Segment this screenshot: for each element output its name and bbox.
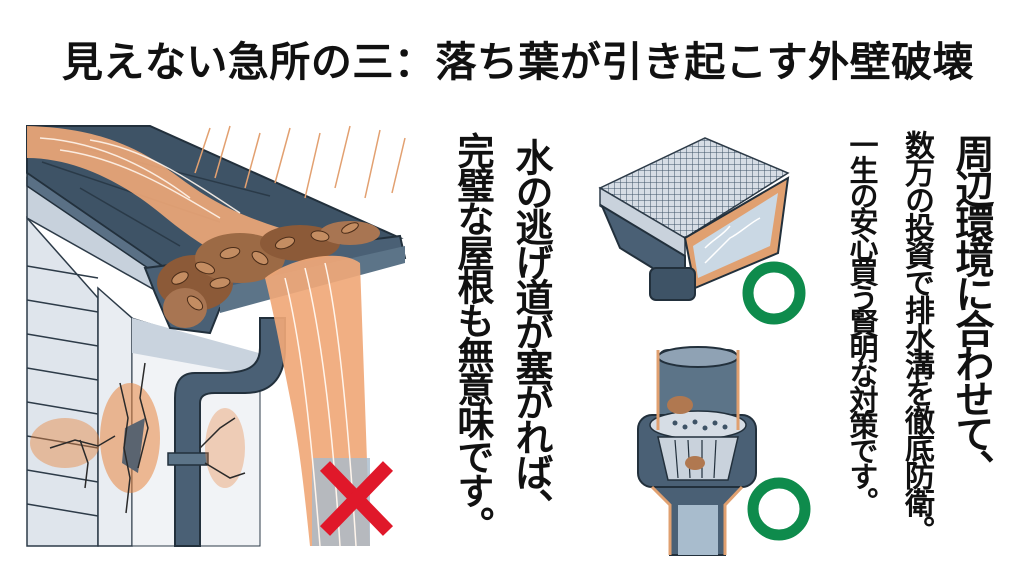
middle-text-column-2: 完璧な屋根も無意味です。 — [451, 132, 494, 540]
downspout-strainer-illustration — [637, 346, 757, 556]
cross-mark-icon — [319, 461, 394, 536]
wall-cracks — [30, 362, 246, 514]
check-circle-icon — [742, 261, 806, 325]
right-text-column-3: 一生の安心買う賢明な対策です。 — [845, 130, 879, 513]
overflowing-water-roof — [27, 126, 280, 268]
middle-text-column-1: 水の逃げ道が塞がれば、 — [509, 138, 553, 523]
gutter-mesh-guard-illustration — [598, 137, 790, 301]
downspout — [167, 317, 286, 547]
clogged-gutter-illustration — [26, 125, 407, 547]
right-text-column-2: 数万の投資で排水溝を徹底防衛。 — [899, 130, 934, 543]
right-text-column-1: 周辺環境に合わせて、 — [949, 134, 994, 484]
check-circle-icon-2 — [747, 477, 811, 541]
clogged-leaves — [157, 221, 380, 328]
page-title: 見えない急所の三：落ち葉が引き起こす外壁破壊 — [61, 38, 975, 86]
rain-streaks — [194, 125, 406, 199]
